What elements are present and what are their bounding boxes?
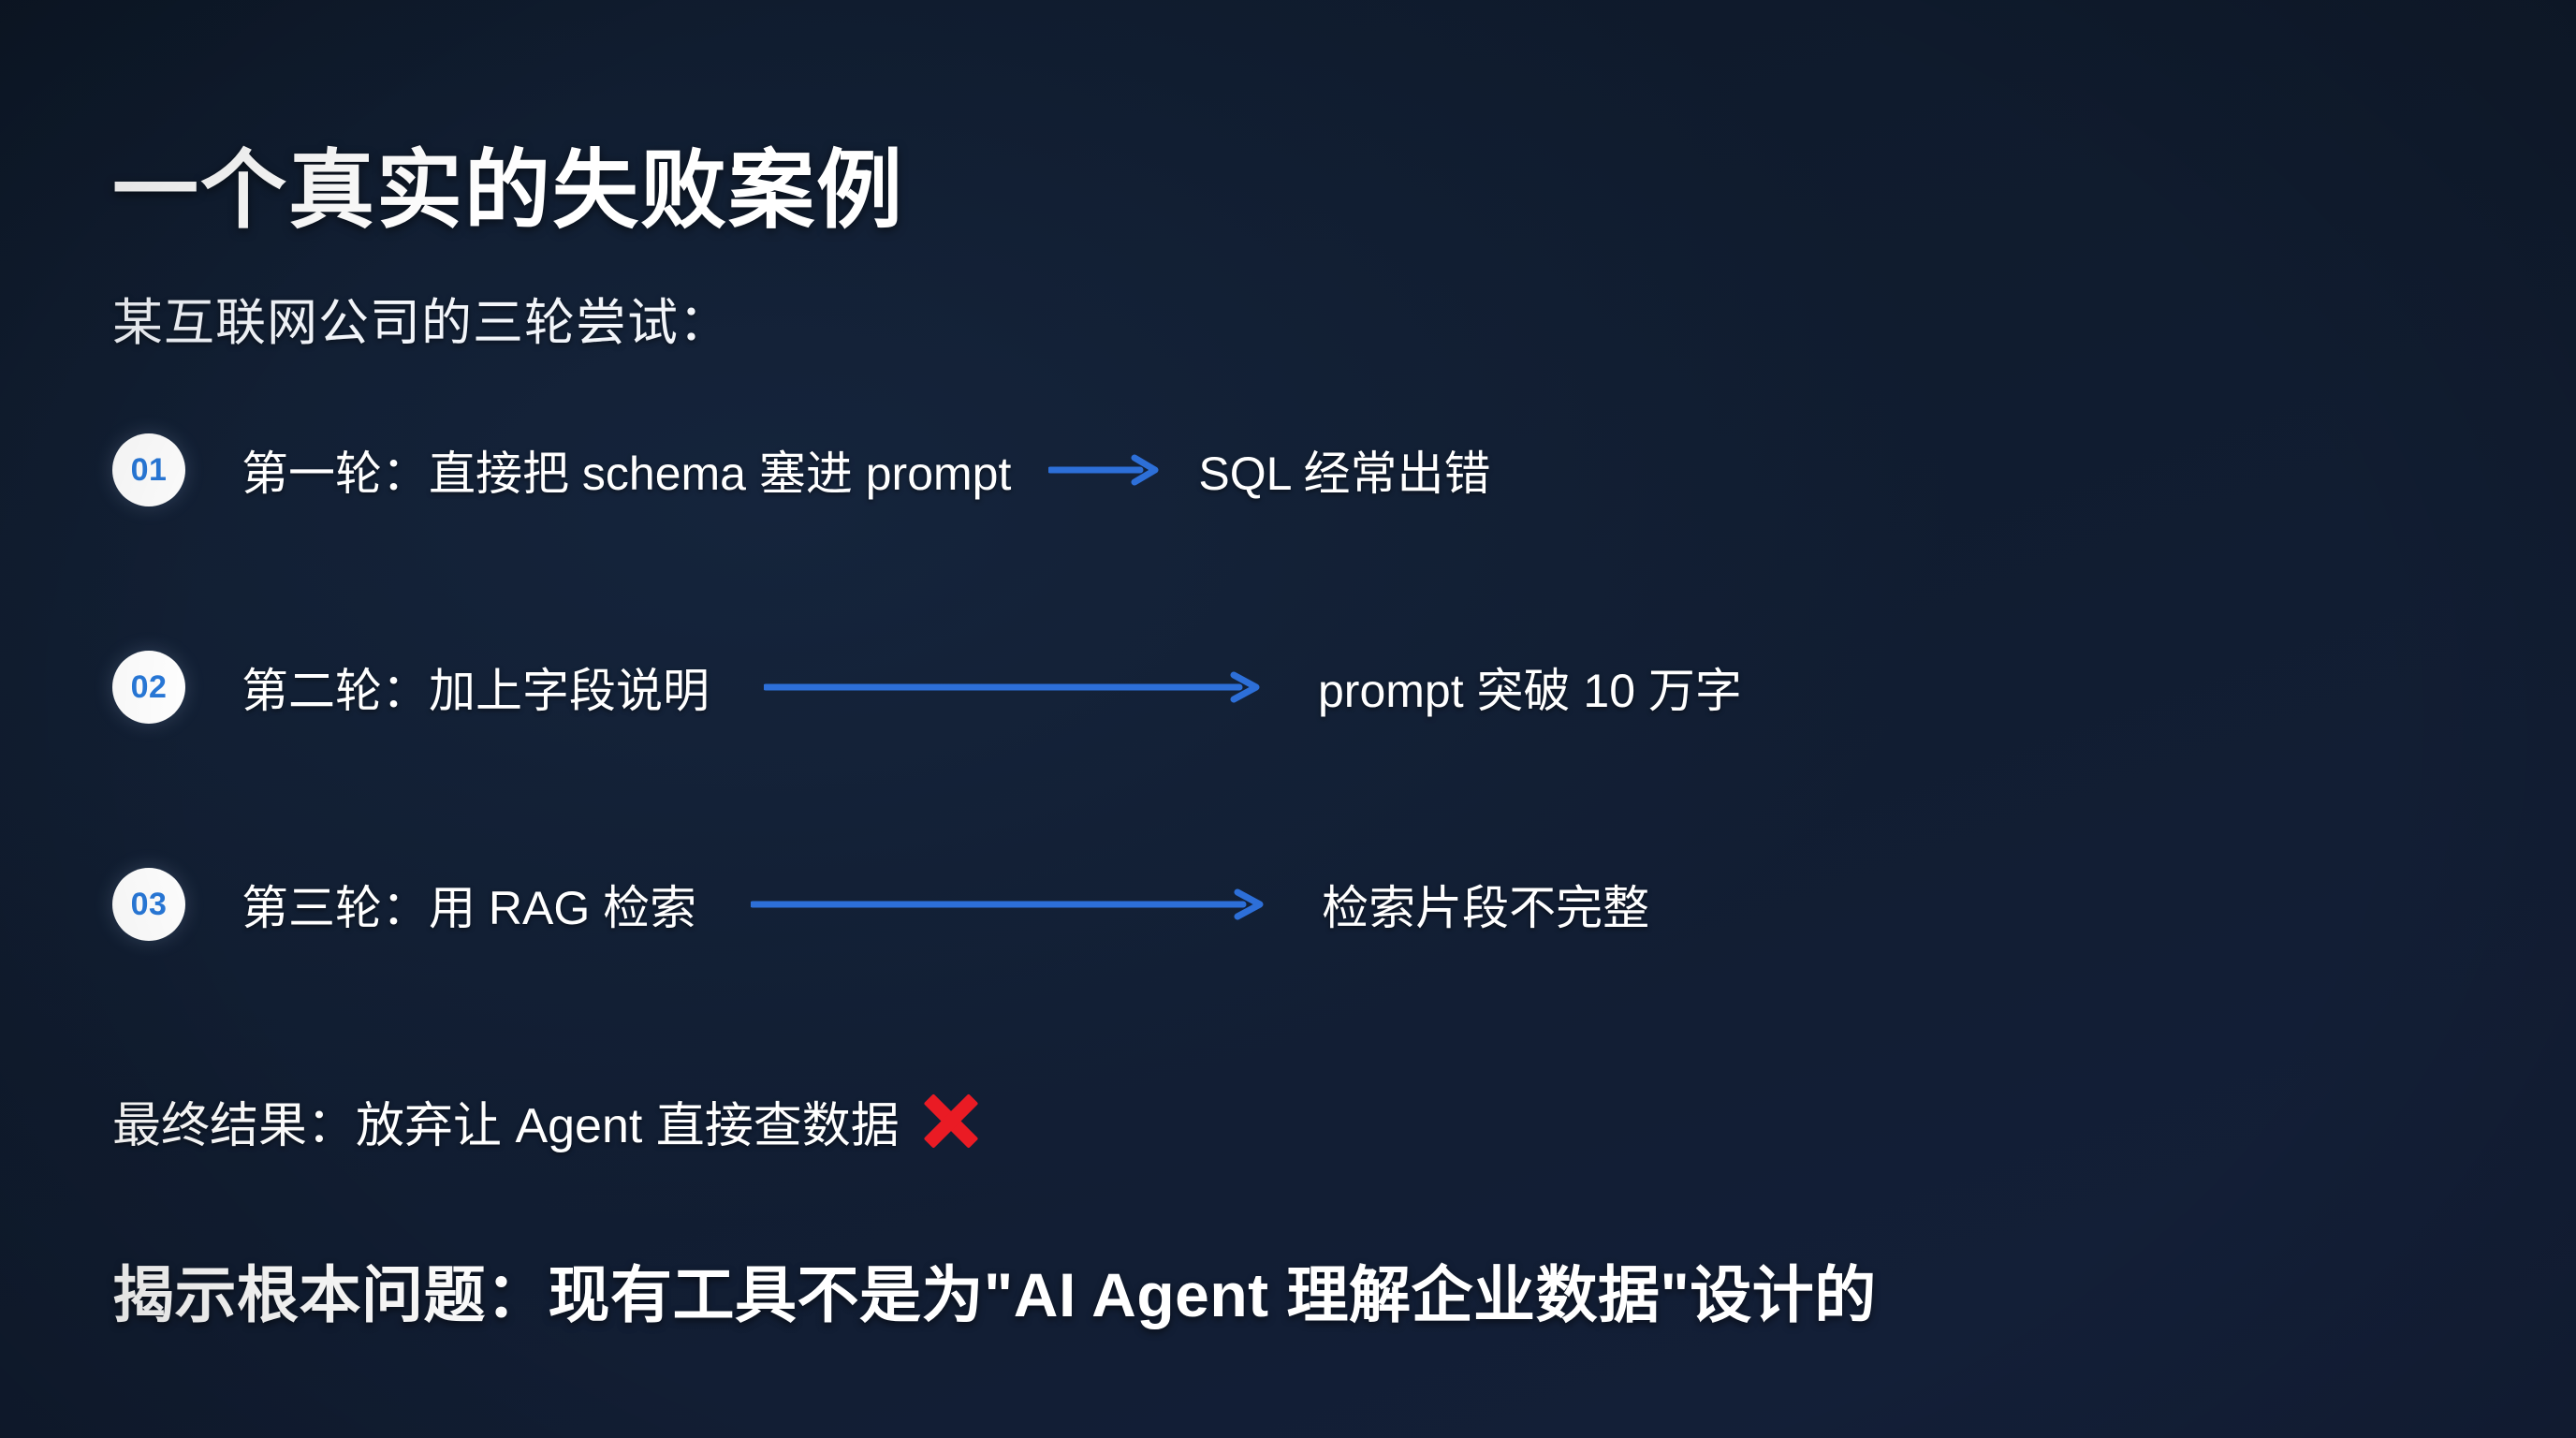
- step-row: 03 第三轮：用 RAG 检索 检索片段不完整: [112, 839, 2359, 970]
- step-result: prompt 突破 10 万字: [1318, 665, 1742, 717]
- arrow-right-icon: [751, 888, 1264, 920]
- conclusion-statement: 揭示根本问题：现有工具不是为"AI Agent 理解企业数据"设计的: [112, 1260, 1877, 1329]
- steps-list: 01 第一轮：直接把 schema 塞进 prompt SQL 经常出错 02 …: [112, 404, 2359, 970]
- spacer: [112, 753, 2359, 839]
- final-result-text: 最终结果：放弃让 Agent 直接查数据: [112, 1099, 900, 1153]
- step-label: 第二轮：加上字段说明: [242, 665, 710, 717]
- arrow-right-icon: [1048, 454, 1159, 486]
- step-result: SQL 经常出错: [1198, 448, 1491, 500]
- final-result: 最终结果：放弃让 Agent 直接查数据: [112, 1086, 978, 1156]
- step-result: 检索片段不完整: [1322, 882, 1650, 934]
- page-title: 一个真实的失败案例: [112, 142, 905, 239]
- step-row: 01 第一轮：直接把 schema 塞进 prompt SQL 经常出错: [112, 404, 2359, 536]
- spacer: [112, 536, 2359, 622]
- step-number-badge: 03: [112, 868, 185, 941]
- step-number-badge: 01: [112, 433, 185, 506]
- arrow-right-icon: [764, 671, 1260, 703]
- subtitle: 某互联网公司的三轮尝试：: [112, 295, 730, 351]
- step-row: 02 第二轮：加上字段说明 prompt 突破 10 万字: [112, 622, 2359, 753]
- red-x-mark-icon: [924, 1094, 978, 1149]
- step-number-badge: 02: [112, 651, 185, 724]
- step-label: 第三轮：用 RAG 检索: [242, 882, 697, 934]
- step-label: 第一轮：直接把 schema 塞进 prompt: [242, 448, 1012, 500]
